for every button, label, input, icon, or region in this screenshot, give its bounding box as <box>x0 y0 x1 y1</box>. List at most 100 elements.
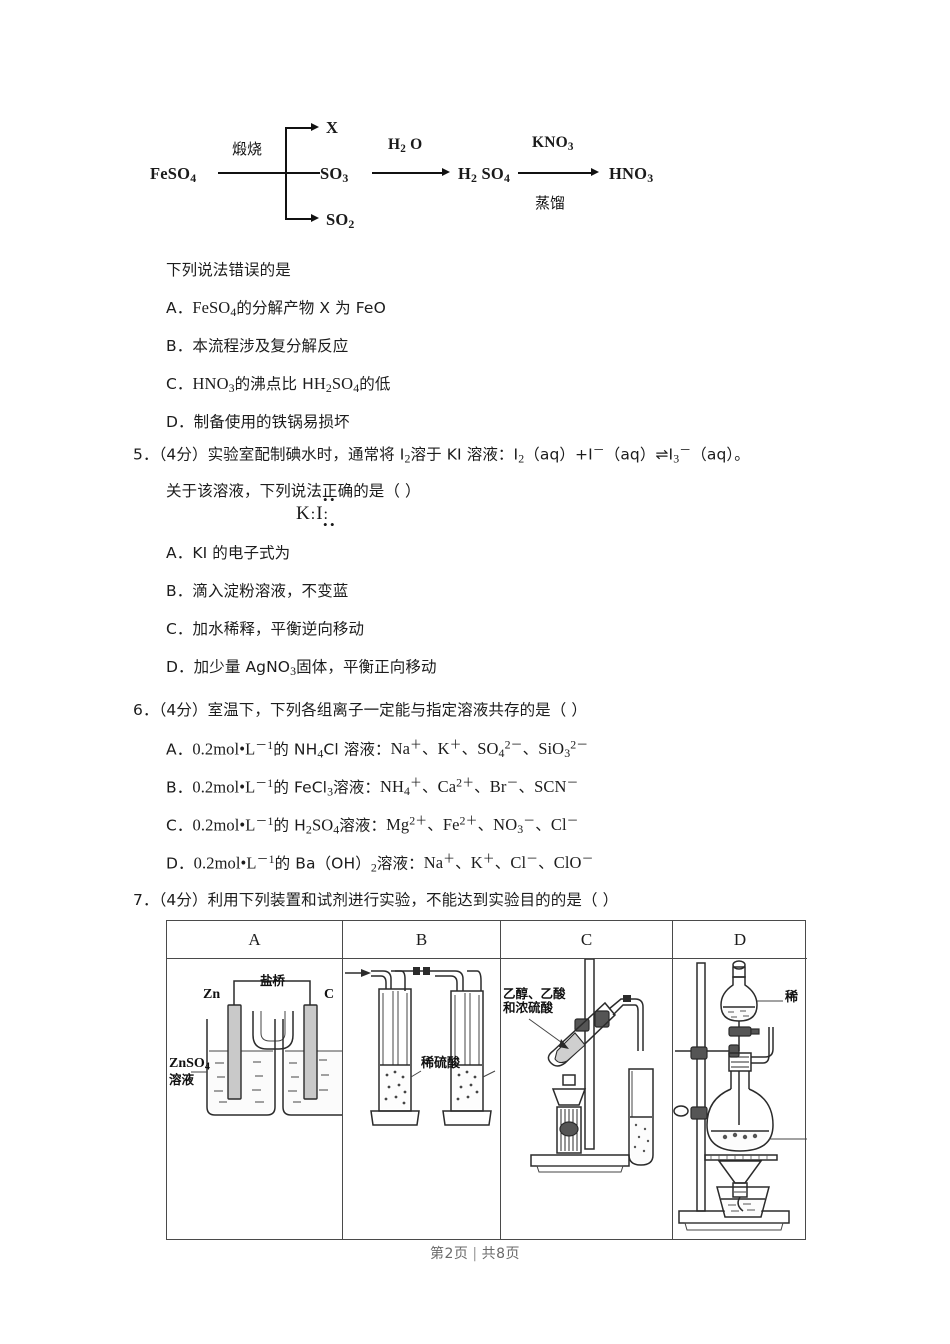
q6-option-c-conc: 0.2mol•L <box>192 815 256 835</box>
q6-stem-text: 室温下，下列各组离子一定能与指定溶液共存的是（ ） <box>207 701 588 719</box>
apparatus-cell-a: 盐桥 Zn C ZnSO4 溶液 <box>167 959 342 1239</box>
lewis-colon-right: : <box>323 506 329 523</box>
q6-option-b-ions: NH4＋、Ca2＋、Br－、SCN－ <box>379 776 579 799</box>
q5-option-d-text-post: 固体，平衡正向移动 <box>296 658 437 676</box>
label-reagent-line1: 乙醇、乙酸 <box>503 986 566 1001</box>
footer-total-pages: 共8页 <box>481 1246 521 1262</box>
q7-stem-text: 利用下列装置和试剂进行实验，不能达到实验目的的是（ ） <box>207 891 619 909</box>
q6-option-a-sol-pre: 的 NH <box>273 740 318 759</box>
q5-stem-text-b: 溶于 KI 溶液：I <box>410 445 519 464</box>
q4-option-b: B．本流程涉及复分解反应 <box>166 334 348 356</box>
q6-option-a-sol-post: Cl 溶液： <box>323 740 391 759</box>
apparatus-cell-d: 稀 <box>673 959 807 1239</box>
flow-label-calcine: 煅烧 <box>232 140 263 158</box>
q5-option-a: A．KI 的电子式为 <box>166 541 290 563</box>
esterification-diagram <box>528 959 654 1173</box>
q4-stem: 下列说法错误的是 <box>166 261 291 279</box>
q6-option-c: C．0.2mol•L－1的 H2SO4溶液：Mg2＋、Fe2＋、NO3－、Cl－ <box>166 814 579 837</box>
q5-option-b-letter: B． <box>166 582 193 600</box>
apparatus-column-a: A <box>167 921 343 1239</box>
q6-stem: 6．（4分）室温下，下列各组离子一定能与指定溶液共存的是（ ） <box>133 698 587 720</box>
q6-number: 6． <box>133 701 159 719</box>
q6-option-d-ions: Na＋、K＋、Cl－、ClO－ <box>423 852 594 873</box>
apparatus-column-d: D <box>673 921 807 1239</box>
apparatus-header-b: B <box>343 921 500 959</box>
q6-option-a: A．0.2mol•L－1的 NH4Cl 溶液：Na＋、K＋、SO42－、SiO3… <box>166 738 589 761</box>
q5-eq-c: （aq）。 <box>691 445 750 464</box>
flow-arrow-so2 <box>311 213 319 222</box>
q4-option-c-text-end: 的低 <box>359 375 391 393</box>
q4-option-c: C．HNO3的沸点比 HH2SO4的低 <box>166 374 391 395</box>
flow-line-h2so4-hno3 <box>518 172 594 174</box>
q5-score: （4分） <box>158 445 208 464</box>
q5-option-b-text: 滴入淀粉溶液，不变蓝 <box>192 582 349 600</box>
galvanic-cell-diagram <box>191 980 342 1116</box>
q6-option-b-letter: B． <box>166 778 193 797</box>
q5-option-c: C．加水稀释，平衡逆向移动 <box>166 617 364 639</box>
flow-node-so3: SO3 <box>320 164 349 185</box>
q7-number: 7． <box>133 891 159 909</box>
q6-option-b-conc: 0.2mol•L <box>192 777 256 797</box>
label-dilute-sulfuric-acid-b: 稀硫酸 <box>421 1056 461 1071</box>
lewis-colon-left: : <box>310 506 317 523</box>
footer-page-number: 第2页 <box>429 1246 469 1262</box>
flow-arrow-x <box>311 122 319 131</box>
q5-option-a-text: KI 的电子式为 <box>192 544 291 562</box>
label-reagent-line2: 和浓硫酸 <box>503 1000 554 1016</box>
label-znso4-formula: ZnSO4 <box>169 1056 210 1073</box>
q4-option-d: D．制备使用的铁锅易损坏 <box>166 410 350 432</box>
flow-line-so3-h2so4 <box>372 172 444 174</box>
flow-line-to-so2 <box>285 218 313 220</box>
flow-arrow-h2so4 <box>442 167 450 176</box>
flow-node-feso4: FeSO4 <box>150 164 197 185</box>
flow-label-kno3: KNO3 <box>532 134 574 153</box>
q6-option-c-ions: Mg2＋、Fe2＋、NO3－、Cl－ <box>386 814 579 837</box>
q4-option-a: A．FeSO4的分解产物 X 为 FeO <box>166 298 386 319</box>
lewis-dots-top: •• <box>323 492 338 507</box>
flow-line-to-x <box>285 127 313 129</box>
q5-option-a-letter: A． <box>166 544 193 562</box>
q5-eq-b: （aq）⇌I <box>604 445 674 464</box>
q4-option-a-letter: A． <box>166 299 193 317</box>
q5-option-d-text-pre: 加少量 AgNO <box>193 658 291 676</box>
flow-line-to-so3 <box>285 172 320 174</box>
q4-option-c-text-mid: 的沸点比 H <box>234 375 314 393</box>
lewis-dots-bottom: •• <box>323 517 338 532</box>
q4-option-d-letter: D． <box>166 413 194 431</box>
label-dilute-reagent-d: 稀 <box>785 990 799 1005</box>
flow-arrow-hno3 <box>591 167 599 176</box>
apparatus-header-c: C <box>501 921 672 959</box>
apparatus-table: A <box>166 920 807 1240</box>
flow-node-so2: SO2 <box>326 210 355 231</box>
label-znso4-solution: ZnSO4 溶液 <box>169 1056 210 1089</box>
q4-option-c-letter: C． <box>166 375 193 393</box>
q4-option-d-text: 制备使用的铁锅易损坏 <box>193 413 350 431</box>
q6-option-b-sol-post: 溶液： <box>333 778 380 797</box>
q5-stem-line1: 5．（4分）实验室配制碘水时，通常将 I2溶于 KI 溶液：I2（aq）+I－（… <box>133 443 750 466</box>
q6-option-a-ions: Na＋、K＋、SO42－、SiO32－ <box>390 738 589 761</box>
footer-separator: | <box>472 1246 478 1262</box>
q6-option-c-sol-pre: 的 H <box>273 816 306 835</box>
q6-option-c-sol-post: 溶液： <box>339 816 387 835</box>
apparatus-column-c: C <box>501 921 673 1239</box>
gas-generator-diagram <box>673 960 807 1231</box>
q6-option-b-sol-pre: 的 FeCl <box>273 778 328 797</box>
q4-option-b-text: 本流程涉及复分解反应 <box>192 337 349 355</box>
q5-stem-text-a: 实验室配制碘水时，通常将 I <box>207 445 405 464</box>
q6-option-d: D．0.2mol•L－1的 Ba（OH）2溶液：Na＋、K＋、Cl－、ClO－ <box>166 852 594 875</box>
label-esterification-reagents: 乙醇、乙酸 和浓硫酸 <box>503 986 566 1016</box>
label-electrode-c: C <box>324 987 335 1002</box>
label-salt-bridge: 盐桥 <box>260 973 286 988</box>
q4-option-a-text: 的分解产物 X 为 FeO <box>236 299 386 317</box>
q5-option-c-text: 加水稀释，平衡逆向移动 <box>192 620 365 638</box>
q6-option-b: B．0.2mol•L－1的 FeCl3溶液：NH4＋、Ca2＋、Br－、SCN－ <box>166 776 579 799</box>
flow-label-distill: 蒸馏 <box>535 194 566 212</box>
q6-option-d-sol-pre: 的 Ba（OH） <box>274 854 371 873</box>
flow-node-x: X <box>326 118 339 137</box>
q5-number: 5． <box>133 445 159 464</box>
q5-option-c-letter: C． <box>166 620 193 638</box>
q6-option-d-conc: 0.2mol•L <box>193 853 257 873</box>
apparatus-header-d: D <box>673 921 807 959</box>
ki-lewis-structure: K:I: •• •• <box>296 493 335 531</box>
